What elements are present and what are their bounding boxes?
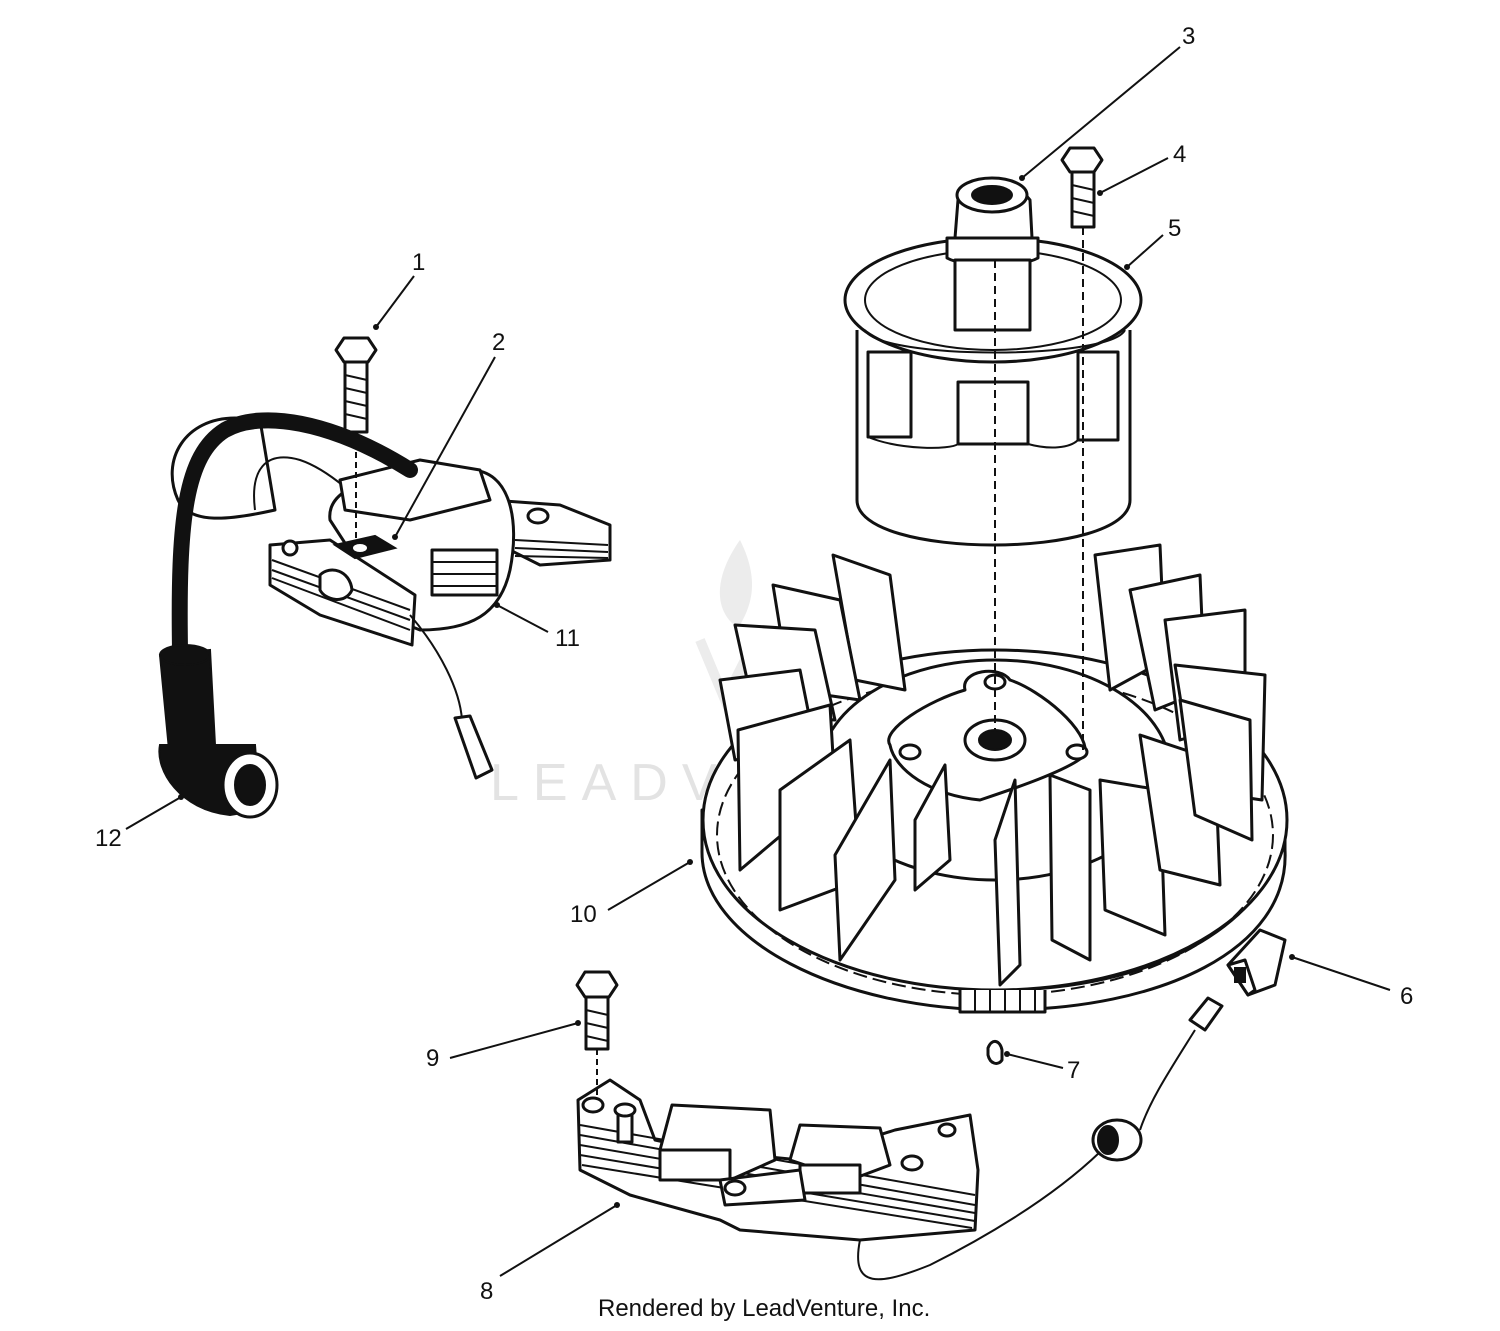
callout-8: 8 xyxy=(480,1202,620,1305)
callout-10: 10 xyxy=(570,859,693,928)
part-9-screw xyxy=(575,970,619,1100)
grommet xyxy=(1091,1118,1143,1162)
svg-text:11: 11 xyxy=(555,625,580,652)
svg-text:1: 1 xyxy=(412,249,425,276)
callout-2: 2 xyxy=(392,329,505,540)
svg-text:8: 8 xyxy=(480,1278,493,1305)
part-1-screw xyxy=(334,336,378,540)
footer-credit: Rendered by LeadVenture, Inc. xyxy=(598,1295,930,1322)
callouts: 1 2 3 4 5 6 7 xyxy=(95,23,1413,1305)
svg-text:4: 4 xyxy=(1173,141,1186,168)
part-6-connector xyxy=(1226,928,1287,997)
callout-6: 6 xyxy=(1289,954,1413,1010)
part-7-key xyxy=(986,1040,1004,1065)
svg-text:9: 9 xyxy=(426,1045,439,1072)
part-12-boot xyxy=(158,644,279,819)
svg-text:6: 6 xyxy=(1400,983,1413,1010)
callout-4: 4 xyxy=(1097,141,1186,196)
callout-5: 5 xyxy=(1124,215,1181,270)
ignition-coil-assembly xyxy=(158,336,612,819)
callout-12: 12 xyxy=(95,794,184,852)
watermark-flame-icon xyxy=(719,540,753,628)
part-8-armature xyxy=(576,1078,980,1242)
callout-3: 3 xyxy=(1019,23,1195,181)
callout-9: 9 xyxy=(426,1020,581,1072)
part-3-nut xyxy=(945,176,1040,332)
svg-text:10: 10 xyxy=(570,901,597,928)
svg-text:3: 3 xyxy=(1182,23,1195,50)
part-10-flywheel xyxy=(700,543,1289,1014)
part-4-screw xyxy=(1060,146,1104,750)
callout-7: 7 xyxy=(1004,1051,1080,1084)
svg-text:12: 12 xyxy=(95,825,122,852)
callout-11: 11 xyxy=(494,602,580,652)
svg-text:7: 7 xyxy=(1067,1057,1080,1084)
part-12-wire xyxy=(171,412,418,658)
part-5-screen xyxy=(843,176,1143,735)
callout-1: 1 xyxy=(373,249,425,330)
svg-text:2: 2 xyxy=(492,329,505,356)
svg-text:5: 5 xyxy=(1168,215,1181,242)
